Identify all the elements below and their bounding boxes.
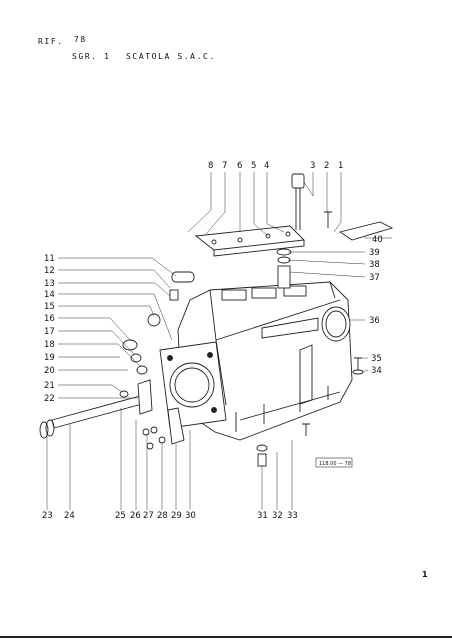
callout: 36	[369, 316, 380, 326]
callout: 15	[44, 302, 55, 312]
callout: 1	[338, 161, 343, 171]
callout: 26	[130, 511, 141, 521]
callout: 33	[287, 511, 298, 521]
callout: 29	[171, 511, 182, 521]
callout: 6	[237, 161, 242, 171]
callout: 23	[42, 511, 53, 521]
callout: 5	[251, 161, 256, 171]
sgr-label: SGR. 1	[72, 52, 111, 61]
callout: 11	[44, 254, 55, 264]
callout: 7	[222, 161, 227, 171]
callout: 20	[44, 366, 55, 376]
callout: 32	[272, 511, 283, 521]
callout: 19	[44, 353, 55, 363]
callout: 2	[324, 161, 329, 171]
page-title: SCATOLA S.A.C.	[126, 52, 216, 61]
callout: 34	[371, 366, 382, 376]
callout: 16	[44, 314, 55, 324]
callout: 8	[208, 161, 213, 171]
callout: 3	[310, 161, 315, 171]
callout: 35	[371, 354, 382, 364]
right-callouts: 40 39 38 37 36 35 34	[369, 235, 383, 376]
callout: 17	[44, 327, 55, 337]
rif-value: 78	[74, 35, 87, 44]
bottom-rule	[0, 636, 452, 638]
callout: 18	[44, 340, 55, 350]
callout: 12	[44, 266, 55, 276]
callout: 38	[369, 260, 380, 270]
callout: 31	[257, 511, 268, 521]
callout: 4	[264, 161, 269, 171]
callout: 30	[185, 511, 196, 521]
callout: 25	[115, 511, 126, 521]
top-callouts: 8 7 6 5 4 3 2 1	[208, 161, 343, 171]
callout: 24	[64, 511, 75, 521]
top-cover	[194, 225, 305, 251]
callout: 28	[157, 511, 168, 521]
bottom-callouts: 23 24 25 26 27 28 29 30 31 32 33	[42, 511, 298, 521]
callout: 39	[369, 248, 380, 258]
callout: 37	[369, 273, 380, 283]
rif-label: RIF.	[38, 37, 64, 46]
callout: 21	[44, 381, 55, 391]
callout: 27	[143, 511, 154, 521]
callout: 22	[44, 394, 55, 404]
drawing-code: 118.00 — 78	[319, 461, 351, 467]
callout: 40	[372, 235, 383, 245]
page-marker: 1	[422, 570, 428, 579]
left-callouts: 11 12 13 14 15 16 17 18 19 20 21 22	[44, 254, 55, 404]
callout: 13	[44, 279, 55, 289]
callout: 14	[44, 290, 55, 300]
